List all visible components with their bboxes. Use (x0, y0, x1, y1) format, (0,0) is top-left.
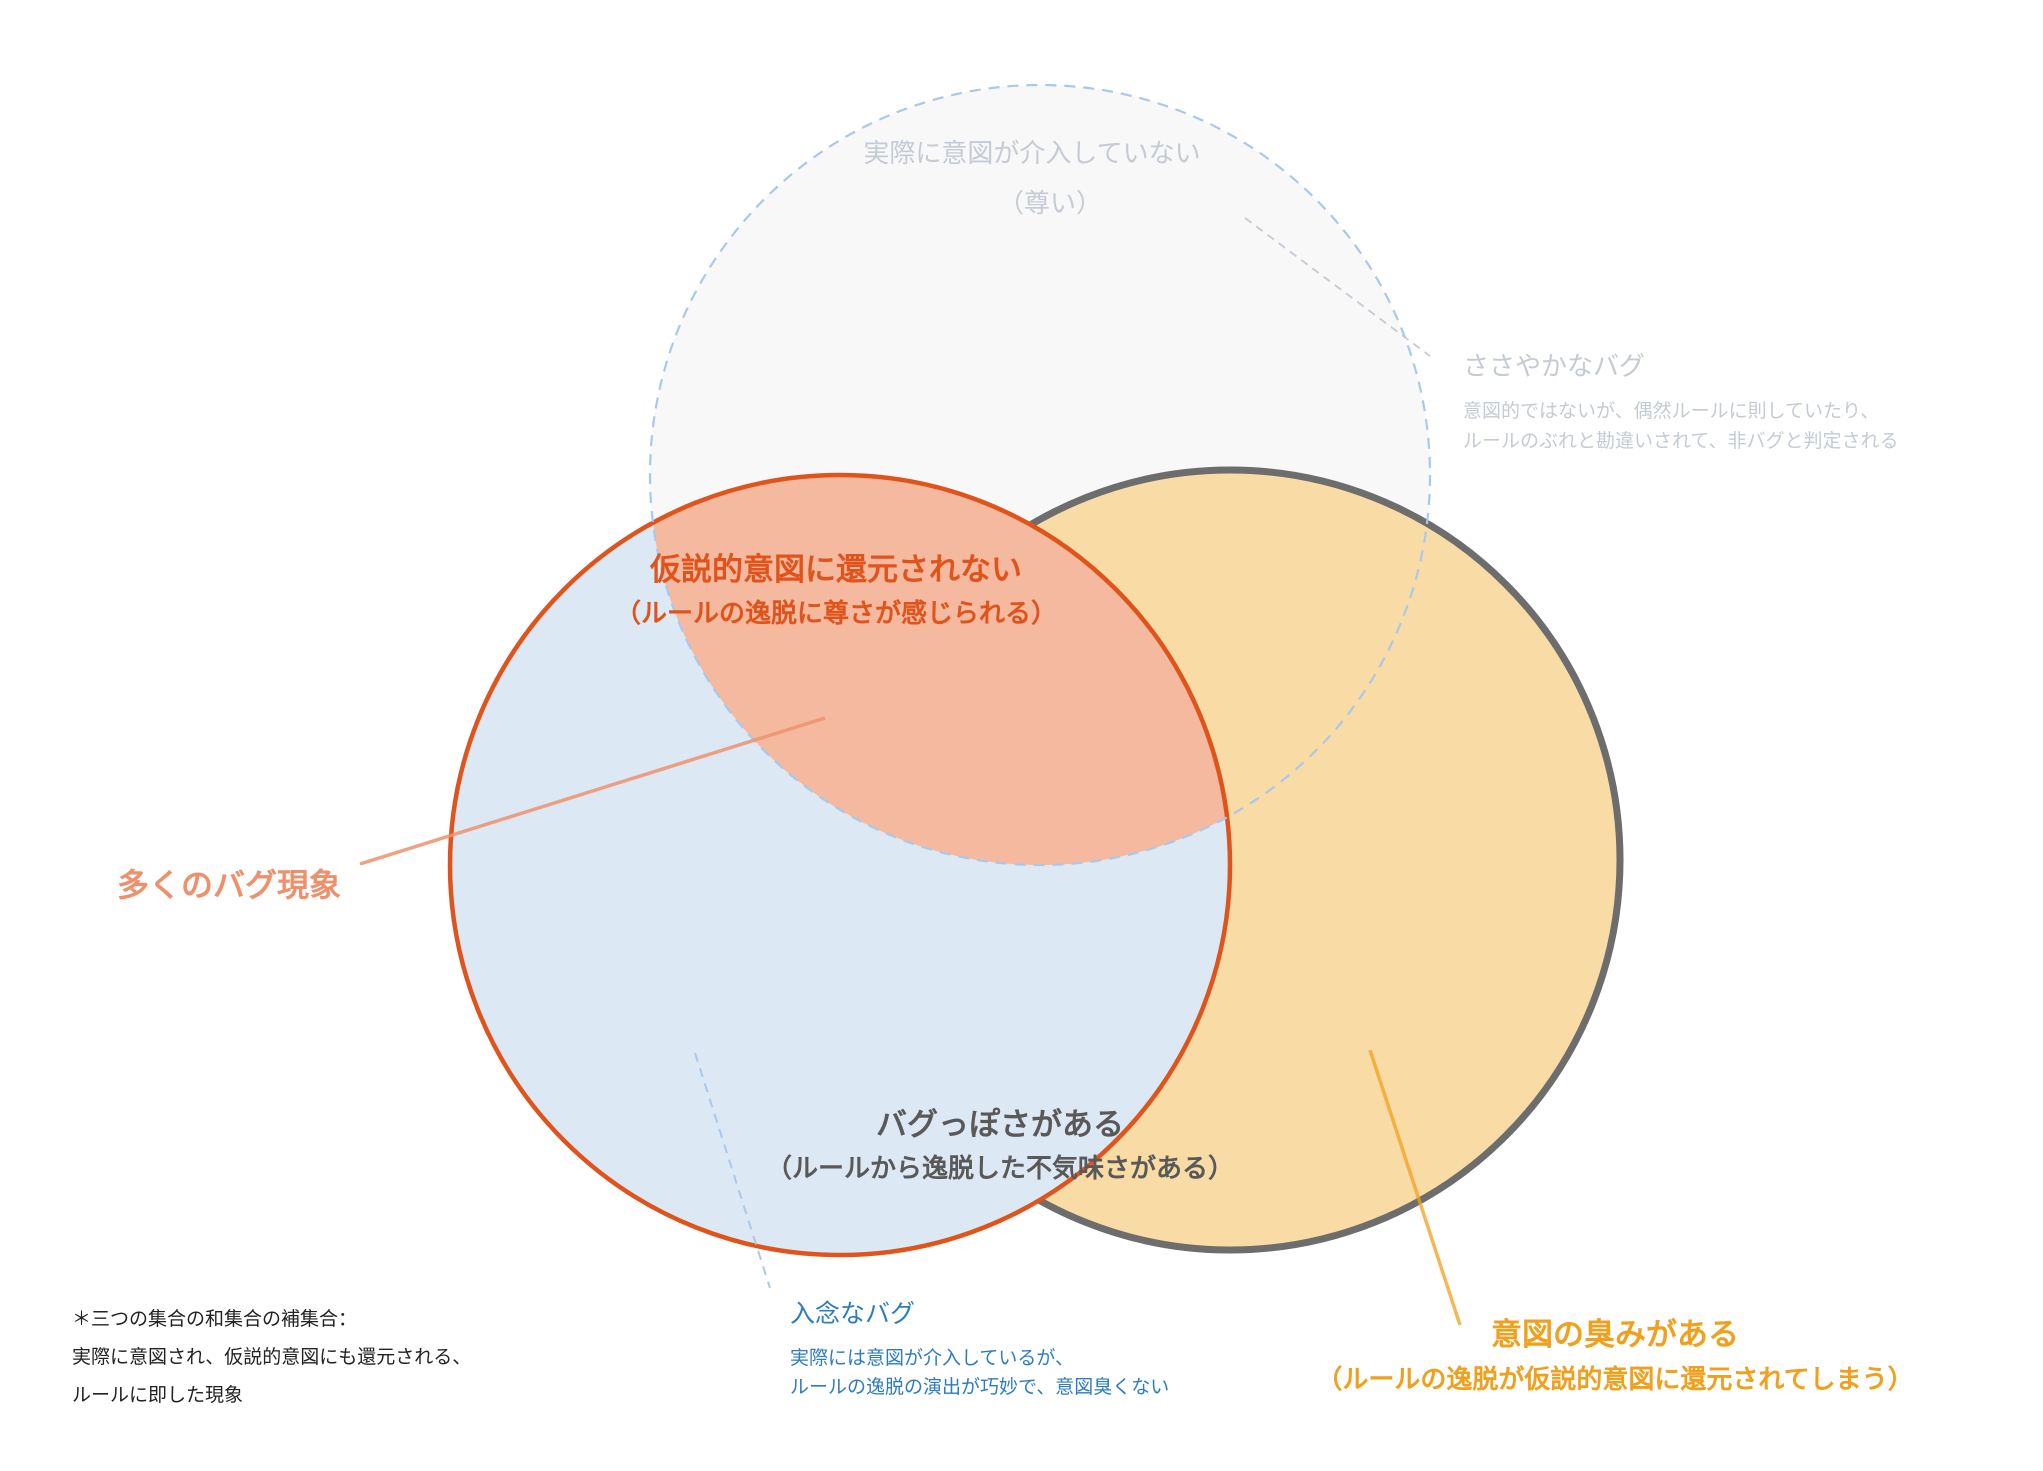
left-circle-outline (447, 472, 1233, 1258)
bugginess-title: バグっぽさがある (876, 1107, 1124, 1143)
deliberate-bug-title: 入念なバグ (790, 1299, 915, 1328)
many-bugs-label: 多くのバグ現象 (117, 866, 341, 904)
top-region-title: 実際に意図が介入していない (863, 139, 1200, 169)
footnote: ＊三つの集合の和集合の補集合： 実際に意図され、仮説的意図にも還元される、 ルー… (72, 1300, 471, 1414)
top-region-subtitle: （尊い） (998, 189, 1102, 219)
intent-smell-subtitle: （ルールの逸脱が仮説的意図に還元されてしまう） (1316, 1364, 1913, 1395)
top-circle-outline (648, 83, 1432, 867)
overlap-subtitle: （ルールの逸脱に尊さが感じられる） (615, 598, 1057, 629)
trivial-bug-title: ささやかなバグ (1463, 352, 1645, 382)
intent-smell-leader (1368, 1049, 1462, 1326)
footnote-line-1: ＊三つの集合の和集合の補集合： (72, 1308, 358, 1330)
bugginess-subtitle: （ルールから逸脱した不気味さがある） (766, 1153, 1234, 1184)
footnote-line-3: ルールに即した現象 (72, 1384, 244, 1406)
overlap-title: 仮説的意図に還元されない (649, 552, 1022, 588)
left-top-overlap (650, 475, 1230, 865)
trivial-bug-leader (1244, 217, 1431, 357)
deliberate-bug-desc-line-2: ルールの逸脱の演出が巧妙で、意図臭くない (790, 1376, 1169, 1398)
trivial-bug-desc-line-1: 意図的ではないが、偶然ルールに則していたり、 (1463, 400, 1879, 422)
many-bugs-leader (359, 716, 826, 866)
footnote-line-2: 実際に意図され、仮説的意図にも還元される、 (72, 1346, 472, 1368)
deliberate-bug-desc-line-1: 実際には意図が介入しているが、 (790, 1347, 1074, 1369)
intent-smell-title: 意図の臭みがある (1491, 1317, 1739, 1353)
trivial-bug-desc-line-2: ルールのぶれと勘違いされて、非バグと判定される (1463, 430, 1898, 452)
